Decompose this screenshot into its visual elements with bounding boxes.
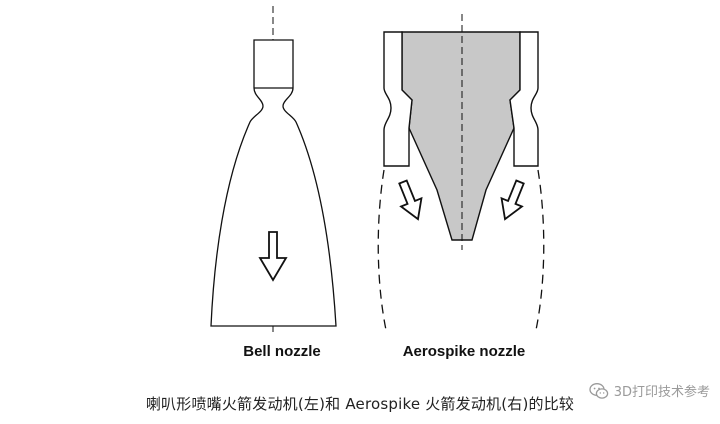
aerospike-right-plume-boundary — [535, 169, 545, 331]
bell-flow-arrow — [258, 231, 288, 282]
bell-nozzle-outline — [210, 39, 337, 327]
aerospike-nozzle — [377, 14, 545, 331]
watermark-text: 3D打印技术参考 — [613, 385, 710, 400]
figure-caption: 喇叭形喷嘴火箭发动机(左)和 Aerospike 火箭发动机(右)的比较 — [145, 395, 575, 413]
watermark: 3D打印技术参考 — [589, 381, 710, 400]
aerospike-right-cowl — [509, 31, 539, 167]
aerospike-nozzle-label: Aerospike nozzle — [403, 343, 526, 360]
aerospike-right-flow-arrow — [500, 179, 525, 221]
aerospike-left-cowl — [383, 31, 413, 167]
bell-nozzle — [210, 6, 337, 334]
aerospike-left-flow-arrow — [398, 179, 423, 221]
aerospike-left-plume-boundary — [377, 169, 387, 331]
wechat-icon — [589, 382, 608, 399]
bell-nozzle-label: Bell nozzle — [243, 343, 321, 360]
